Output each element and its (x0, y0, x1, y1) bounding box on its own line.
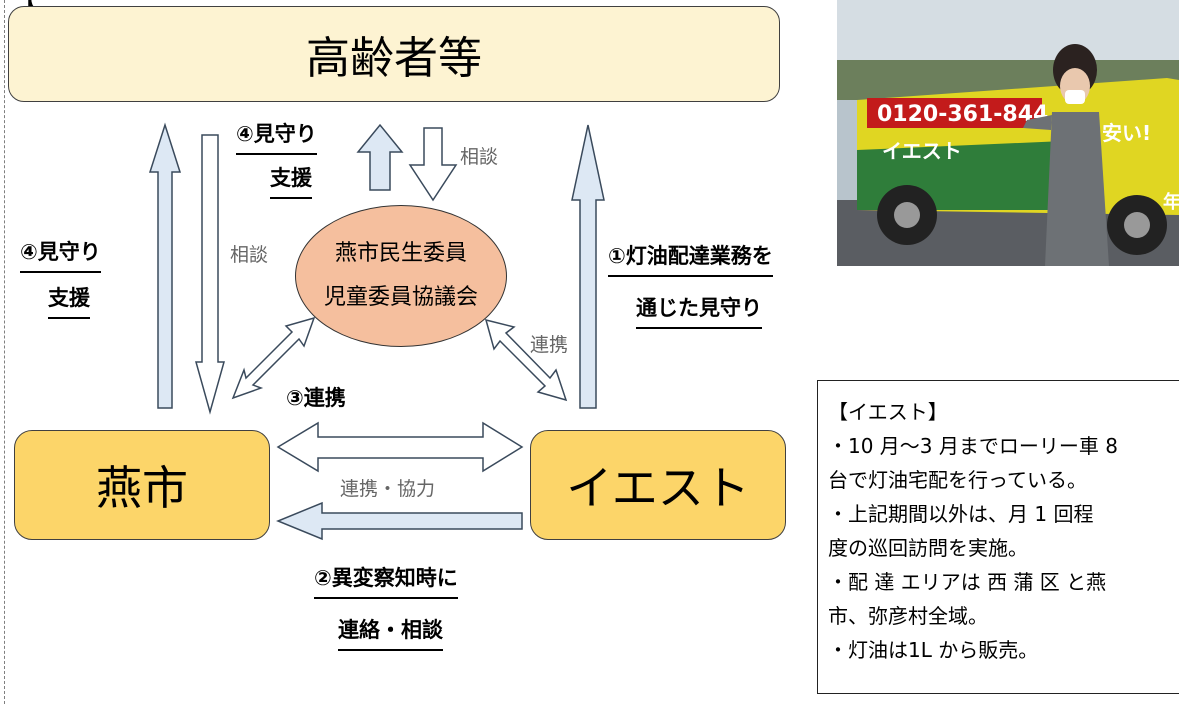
arrow-city-to-elders (148, 122, 182, 409)
anomaly-label-2: 連絡・相談 (338, 614, 443, 651)
kerosene-label-2: 通じた見守り (636, 292, 762, 329)
kerosene-line2: 通じた見守り (636, 292, 762, 329)
support-label-left: ④見守り (20, 236, 101, 273)
cooperation-label: ③連携 (286, 386, 346, 410)
support-top-line2: 支援 (270, 162, 312, 199)
info-line: ・上記期間以外は、月 1 回程 (828, 502, 1094, 526)
truck-photo-image: 0120-361-844 イエスト 安い! 年 (837, 0, 1179, 266)
support-label-top: ④見守り (236, 118, 317, 155)
support-left-line1: ④見守り (20, 236, 101, 273)
truck-phone-text: 0120-361-844 (877, 102, 1048, 127)
arrow-city-company-link (276, 421, 524, 473)
elders-label: 高齢者等 (306, 33, 482, 84)
info-line: ・配 達 エリアは 西 蒲 区 と燕 (828, 570, 1107, 594)
council-label-line1: 燕市民生委員 (334, 241, 467, 266)
truck-year-text: 年 (1163, 191, 1179, 213)
arrow-elders-to-city (195, 134, 225, 415)
arrow-council-company (484, 318, 568, 402)
anomaly-line1: ②異変察知時に (314, 562, 458, 599)
city-node: 燕市 (14, 430, 270, 540)
support-top-line1: ④見守り (236, 118, 317, 155)
link-cooperate-label: 連携・協力 (340, 478, 436, 500)
support-left-line2: 支援 (48, 282, 90, 319)
arrow-council-to-elders (356, 123, 404, 191)
arrow-company-to-city (276, 501, 523, 541)
kerosene-line1: ①灯油配達業務を (608, 240, 773, 277)
info-line: 度の巡回訪問を実施。 (828, 536, 1028, 560)
anomaly-line2: 連絡・相談 (338, 614, 443, 651)
anomaly-label: ②異変察知時に (314, 562, 458, 599)
info-line: ・10 月～3 月までローリー車 8 (828, 434, 1118, 458)
company-label: イエスト (566, 461, 750, 515)
company-node: イエスト (530, 430, 786, 540)
info-title: 【イエスト】 (828, 400, 948, 424)
truck-slogan-text: 安い! (1102, 121, 1151, 145)
truck-photo: 0120-361-844 イエスト 安い! 年 (837, 0, 1179, 266)
company-info-box: 【イエスト】 ・10 月～3 月までローリー車 8 台で灯油宅配を行っている。 … (817, 380, 1179, 694)
kerosene-label: ①灯油配達業務を (608, 240, 773, 277)
arrow-council-city (231, 316, 316, 400)
info-line: 台で灯油宅配を行っている。 (828, 468, 1087, 492)
support-label-left-2: 支援 (48, 282, 90, 319)
support-label-top-2: 支援 (270, 162, 312, 199)
link-right-label: 連携 (530, 334, 569, 356)
council-label-line2: 児童委員協議会 (323, 285, 478, 310)
consult-left-label: 相談 (230, 244, 269, 266)
consult-top-label: 相談 (460, 146, 499, 168)
arrow-company-to-elders (571, 124, 605, 409)
truck-brand-text: イエスト (882, 139, 962, 163)
city-label: 燕市 (96, 461, 188, 515)
info-line: 市、弥彦村全域。 (828, 604, 988, 628)
arrow-elders-to-council (408, 127, 458, 202)
info-line: ・灯油は1L から販売。 (828, 638, 1039, 662)
elders-node: 高齢者等 (8, 6, 780, 102)
council-node: 燕市民生委員 児童委員協議会 (295, 205, 507, 347)
dashed-border (4, 0, 5, 704)
